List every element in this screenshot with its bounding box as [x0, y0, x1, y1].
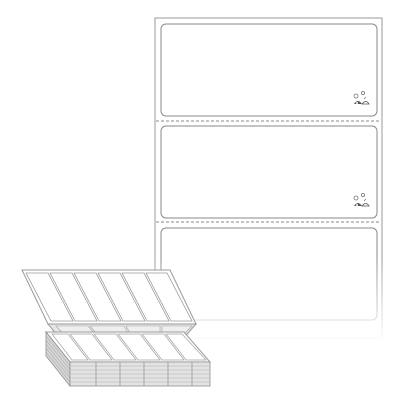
fanfold-top-sheet — [21, 269, 197, 325]
ladybug-flower-icon — [353, 90, 370, 105]
ladybug-flower-icon — [353, 192, 370, 207]
fanfold-block — [44, 330, 212, 388]
label-1 — [160, 23, 378, 117]
fanfold-stack — [21, 269, 212, 388]
label-2 — [160, 125, 378, 219]
